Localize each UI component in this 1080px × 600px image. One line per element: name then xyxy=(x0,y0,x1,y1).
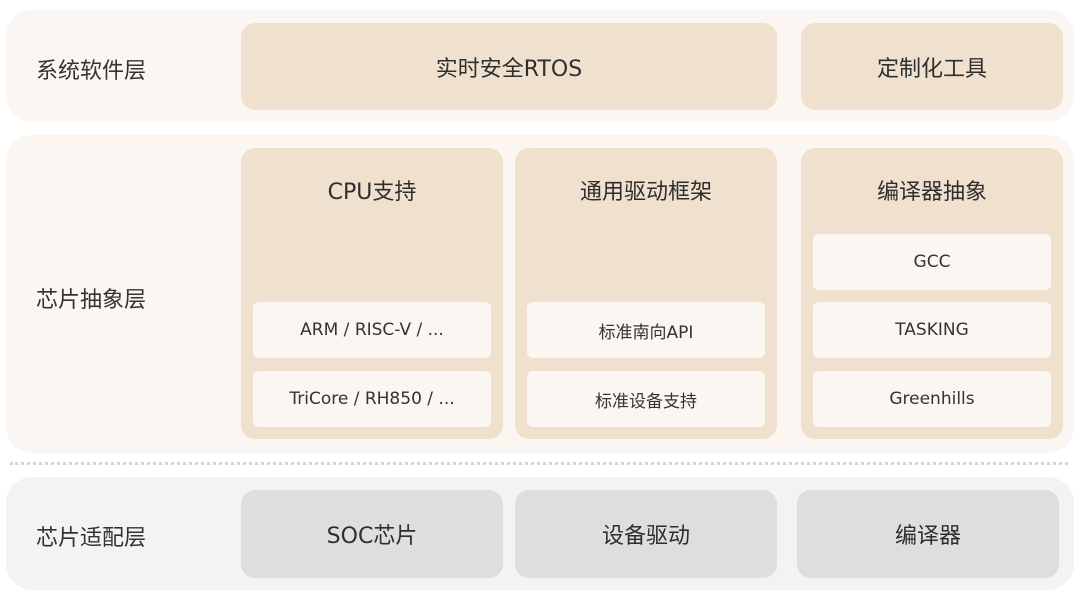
cpu-support-title: CPU支持 xyxy=(327,180,417,205)
chip-abstraction-layer-label: 芯片抽象层 xyxy=(36,288,147,313)
compiler-abstraction-group: 编译器抽象 GCC TASKING Greenhills xyxy=(801,148,1063,439)
compiler-item: Greenhills xyxy=(813,371,1051,427)
chip-adaptation-layer-label: 芯片适配层 xyxy=(36,526,147,551)
device-driver-box: 设备驱动 xyxy=(515,490,777,578)
compiler-item: GCC xyxy=(813,234,1051,290)
driver-framework-item: 标准设备支持 xyxy=(527,371,765,427)
custom-tools-box: 定制化工具 xyxy=(801,23,1063,110)
rtos-box: 实时安全RTOS xyxy=(241,23,777,110)
cpu-arch-item: TriCore / RH850 / ... xyxy=(253,371,491,427)
cpu-support-group: CPU支持 ARM / RISC-V / ... TriCore / RH850… xyxy=(241,148,503,439)
driver-framework-item: 标准南向API xyxy=(527,302,765,358)
driver-framework-group: 通用驱动框架 标准南向API 标准设备支持 xyxy=(515,148,777,439)
compiler-box: 编译器 xyxy=(797,490,1059,578)
soc-chip-box: SOC芯片 xyxy=(241,490,503,578)
compiler-abstraction-title: 编译器抽象 xyxy=(876,180,987,205)
compiler-item: TASKING xyxy=(813,302,1051,358)
cpu-arch-item: ARM / RISC-V / ... xyxy=(253,302,491,358)
driver-framework-title: 通用驱动框架 xyxy=(579,180,712,205)
system-software-layer-label: 系统软件层 xyxy=(36,59,147,84)
layer-divider xyxy=(10,462,1068,465)
